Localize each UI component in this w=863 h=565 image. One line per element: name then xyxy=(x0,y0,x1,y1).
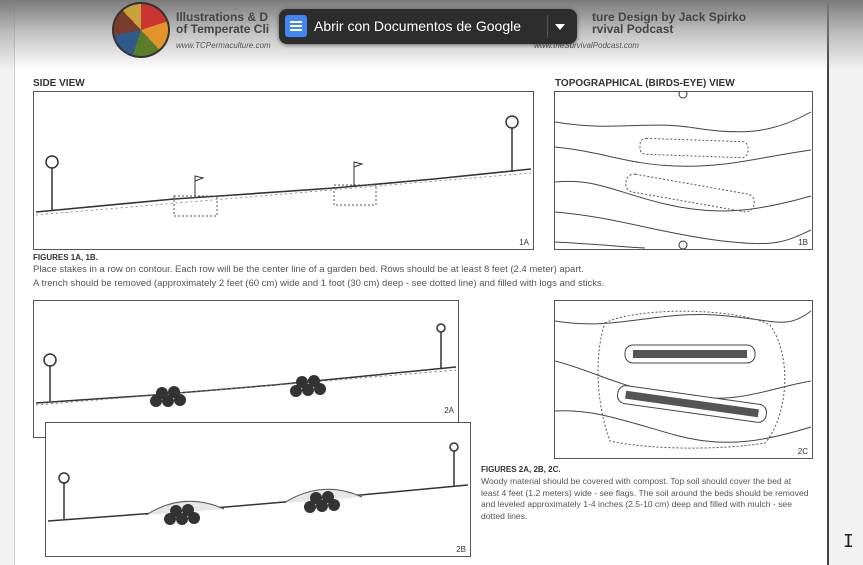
open-with-label: Abrir con Documentos de Google xyxy=(314,18,521,34)
figure-2b-drawing xyxy=(47,442,469,525)
caption-2-title: FIGURES 2A, 2B, 2C. xyxy=(481,465,561,474)
permaculture-logo xyxy=(112,2,170,58)
header-title-right-2: rvival Podcast xyxy=(592,22,674,36)
google-docs-icon xyxy=(285,15,307,37)
text-cursor-icon: I xyxy=(843,531,854,552)
caption-1-line-2: A trench should be removed (approximatel… xyxy=(33,278,605,289)
side-view-heading: SIDE VIEW xyxy=(33,78,85,89)
figure-label-2a: 2A xyxy=(444,406,454,415)
figure-2c: 2C xyxy=(554,300,813,459)
figure-1b: 1B xyxy=(554,91,813,250)
figure-2a-drawing xyxy=(35,323,457,407)
figure-label-1b: 1B xyxy=(798,238,808,247)
figure-label-2c: 2C xyxy=(797,447,808,456)
chevron-down-icon[interactable] xyxy=(555,24,565,30)
topo-view-heading: TOPOGRAPHICAL (BIRDS-EYE) VIEW xyxy=(555,78,735,89)
header-title-left-2: of Temperate Cli xyxy=(176,22,270,36)
figure-label-1a: 1A xyxy=(519,238,529,247)
figure-1a: 1A xyxy=(33,91,534,250)
header-title-left-1: Illustrations & D xyxy=(176,10,269,24)
caption-1-title: FIGURES 1A, 1B. xyxy=(33,253,98,262)
figure-1a-drawing xyxy=(35,115,532,217)
open-with-google-docs-button[interactable]: Abrir con Documentos de Google xyxy=(279,9,577,44)
figure-2b: 2B xyxy=(45,422,471,557)
caption-2-body: Woody material should be covered with co… xyxy=(481,476,809,521)
header-url-left: www.TCPermaculture.com xyxy=(176,41,271,50)
figure-label-2b: 2B xyxy=(456,545,466,554)
button-divider xyxy=(547,15,548,38)
caption-1-line-1: Place stakes in a row on contour. Each r… xyxy=(33,264,584,275)
header-url-right: www.theSurvivalPodcast.com xyxy=(534,41,639,50)
header-title-right-1: ture Design by Jack Spirko xyxy=(592,10,747,24)
figure-2c-drawing xyxy=(555,310,812,449)
figure-1b-drawing xyxy=(555,92,812,249)
figure-2a: 2A xyxy=(33,300,459,438)
